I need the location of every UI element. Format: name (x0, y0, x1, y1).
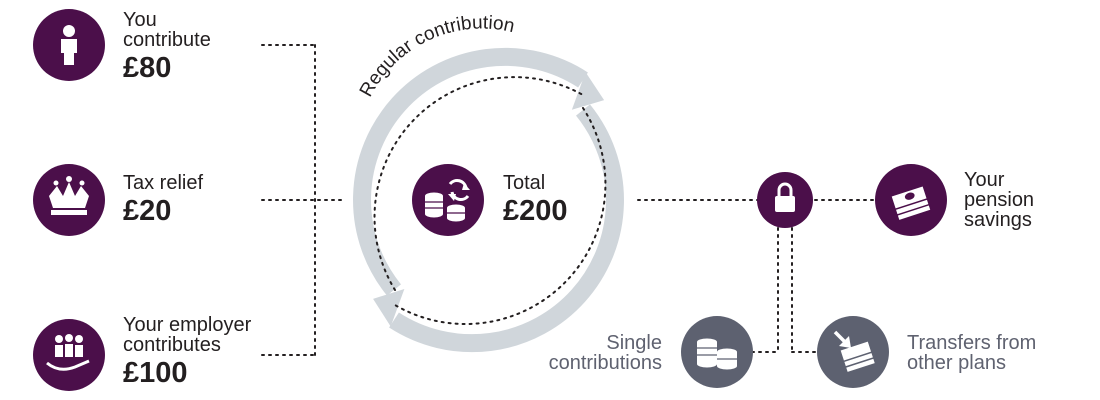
transfers-block: Transfers from other plans (907, 333, 1036, 373)
dotted-connectors (261, 44, 876, 356)
employer-label-line1: Your employer (123, 314, 252, 336)
banknotes-arrow-icon (817, 316, 889, 388)
pension-savings-line1: Your (964, 169, 1005, 191)
tax-relief-label: Tax relief (123, 172, 204, 194)
you-contribute-block: You contribute £80 (123, 10, 211, 83)
single-contributions-block: Single contributions (520, 333, 662, 373)
you-contribute-amount: £80 (123, 52, 172, 84)
tax-relief-amount: £20 (123, 195, 172, 227)
employer-group-hand-icon (33, 319, 105, 391)
pension-savings-line2: pension (964, 189, 1035, 211)
person-icon (33, 9, 105, 81)
you-contribute-label-line1: You (123, 9, 157, 31)
banknotes-icon (875, 164, 947, 236)
lock-icon (757, 172, 813, 228)
transfers-line1: Transfers from (907, 332, 1037, 354)
tax-relief-block: Tax relief £20 (123, 173, 203, 226)
employer-label-line2: contributes (123, 334, 221, 356)
single-contributions-line2: contributions (548, 352, 662, 374)
coins-icon (681, 316, 753, 388)
single-contributions-line1: Single (606, 332, 662, 354)
employer-contributes-block: Your employer contributes £100 (123, 315, 251, 388)
total-block: Total £200 (503, 173, 568, 226)
transfers-line2: other plans (907, 352, 1006, 374)
total-amount: £200 (503, 195, 568, 227)
coins-refresh-icon (412, 164, 484, 236)
contribution-cycle-ring (353, 47, 624, 353)
pension-savings-line3: savings (964, 209, 1032, 231)
crown-icon (33, 164, 105, 236)
employer-amount: £100 (123, 357, 188, 389)
total-label: Total (503, 172, 546, 194)
you-contribute-label-line2: contribute (123, 29, 211, 51)
pension-savings-block: Your pension savings (964, 170, 1034, 230)
